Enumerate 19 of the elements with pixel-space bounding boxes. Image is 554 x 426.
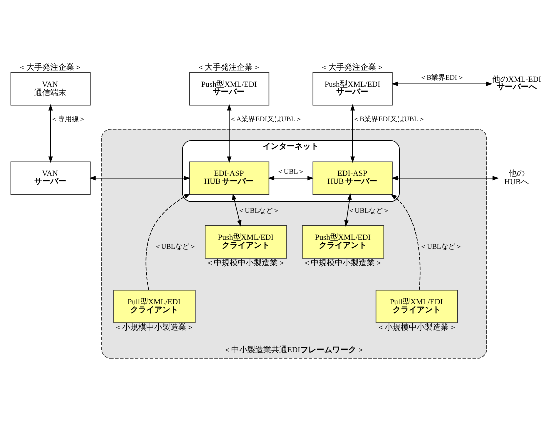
arrow [392, 81, 493, 86]
node-label: ＜小規模中小製造業＞ [114, 322, 195, 332]
node-label: ＜大手発注企業＞ [18, 62, 83, 72]
node-label: ＜大手発注企業＞ [197, 62, 262, 72]
arrow [227, 104, 232, 163]
arrow [146, 193, 191, 290]
arrow [48, 104, 54, 163]
node-label: ＜小規模中小製造業＞ [376, 322, 457, 332]
node-label: ＜中規模中小製造業＞ [303, 258, 384, 267]
arrow [392, 176, 500, 180]
arrow [268, 176, 314, 180]
arrow [350, 104, 356, 163]
arrow [90, 176, 191, 180]
arrow [344, 193, 352, 226]
node-label: ＜大手発注企業＞ [320, 62, 385, 72]
node-label: ＜中規模中小製造業＞ [206, 258, 286, 267]
arrow [232, 193, 242, 226]
node-text: 他の HUBへ [504, 168, 530, 186]
arrow [390, 194, 421, 290]
